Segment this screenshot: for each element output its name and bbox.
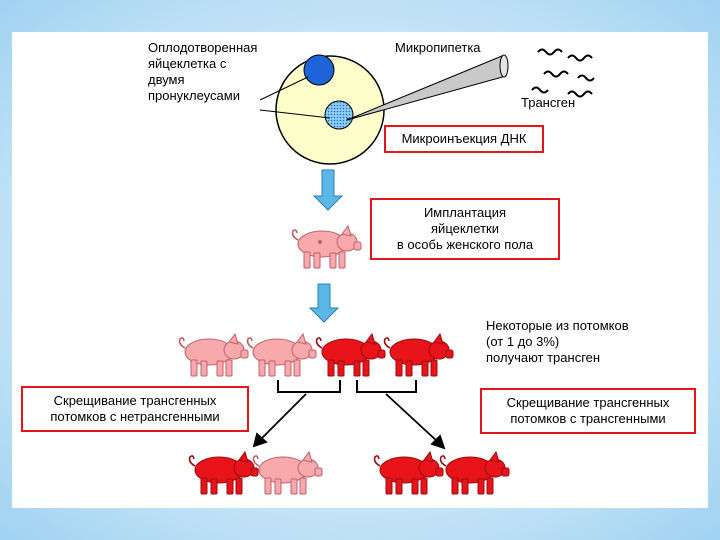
pig-icon [252, 451, 323, 495]
pig-icon [439, 451, 510, 495]
bracket-connector [277, 380, 417, 393]
pig-icon [373, 451, 444, 495]
pig-icon [291, 225, 362, 269]
down-arrow-icon [312, 169, 344, 211]
slide-canvas: Оплодотворенная яйцеклетка с двумя прону… [12, 32, 708, 508]
diagram-artwork [178, 48, 595, 495]
implantation-box: Имплантация яйцеклетки в особь женского … [370, 198, 560, 260]
cross-nontransgenic-box: Скрещивание трансгенных потомков с нетра… [21, 386, 249, 432]
transgene-label: Трансген [521, 95, 576, 110]
pig-icon [178, 333, 249, 377]
pig-icon [383, 333, 454, 377]
diagonal-arrow [385, 393, 446, 450]
down-arrow-icon [308, 283, 340, 323]
pig-icon [315, 333, 386, 377]
micropipette-icon [346, 54, 509, 121]
offspring-label: Некоторые из потомков (от 1 до 3%) получ… [486, 318, 629, 365]
microinjection-box: Микроинъекция ДНК [384, 125, 544, 153]
pipette-label: Микропипетка [395, 40, 481, 55]
diagonal-arrow [252, 393, 307, 448]
pig-icon [246, 333, 317, 377]
dna-strand-icon [531, 48, 595, 98]
cross-transgenic-box: Скрещивание трансгенных потомков с транс… [480, 388, 696, 434]
egg-label: Оплодотворенная яйцеклетка с двумя прону… [148, 40, 258, 103]
pig-icon [188, 451, 259, 495]
